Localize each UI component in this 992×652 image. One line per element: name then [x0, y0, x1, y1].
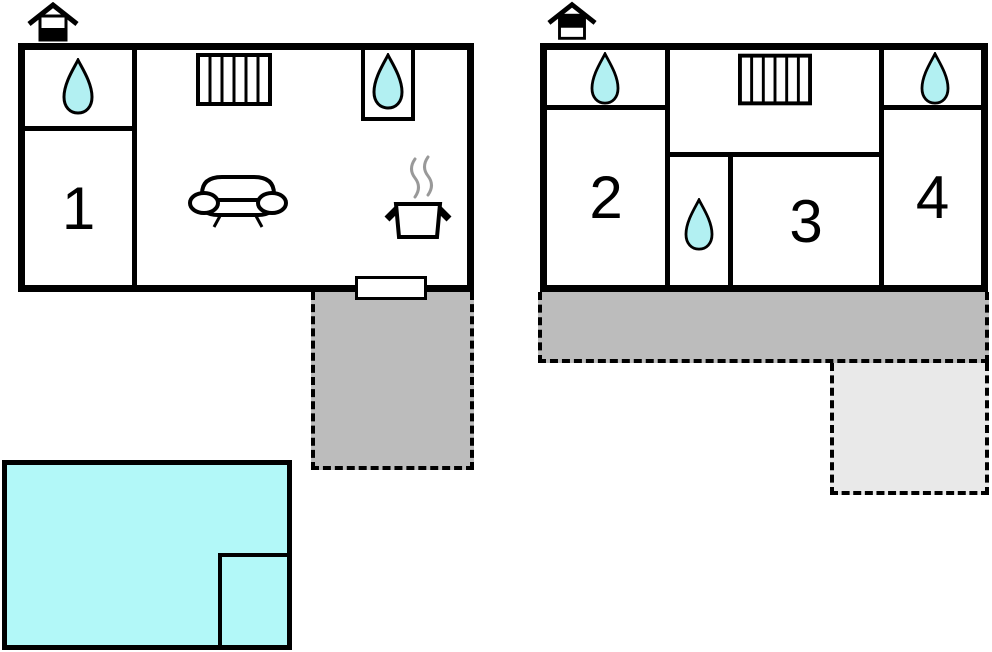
terrace — [311, 292, 474, 470]
sofa-icon — [188, 170, 288, 228]
interior-wall — [728, 152, 733, 285]
interior-wall — [547, 105, 670, 110]
room-label-3: 3 — [789, 187, 823, 255]
stove-icon — [383, 153, 453, 241]
interior-wall — [25, 126, 137, 131]
swimming-pool — [2, 460, 292, 650]
room-label-4: 4 — [915, 164, 950, 231]
building-2: 2 3 4 — [540, 43, 988, 292]
interior-wall — [879, 50, 884, 285]
pool-step — [218, 553, 287, 645]
water-drop-icon — [919, 52, 951, 105]
house-icon — [27, 2, 79, 42]
water-drop-icon — [61, 58, 95, 115]
water-drop-icon — [683, 198, 715, 251]
terrace — [538, 292, 989, 363]
interior-wall — [665, 50, 670, 285]
room-label-2: 2 — [589, 164, 623, 231]
house-icon — [547, 1, 597, 41]
radiator-icon — [738, 53, 812, 106]
terrace-light — [830, 363, 989, 495]
interior-wall — [665, 152, 884, 157]
building-1: 1 — [18, 43, 474, 300]
interior-wall — [879, 105, 981, 110]
water-drop-icon — [371, 53, 405, 110]
room-label-1: 1 — [61, 174, 96, 242]
door-icon — [355, 276, 427, 300]
interior-wall — [132, 50, 137, 285]
radiator-icon — [196, 53, 272, 106]
water-drop-icon — [589, 52, 621, 105]
